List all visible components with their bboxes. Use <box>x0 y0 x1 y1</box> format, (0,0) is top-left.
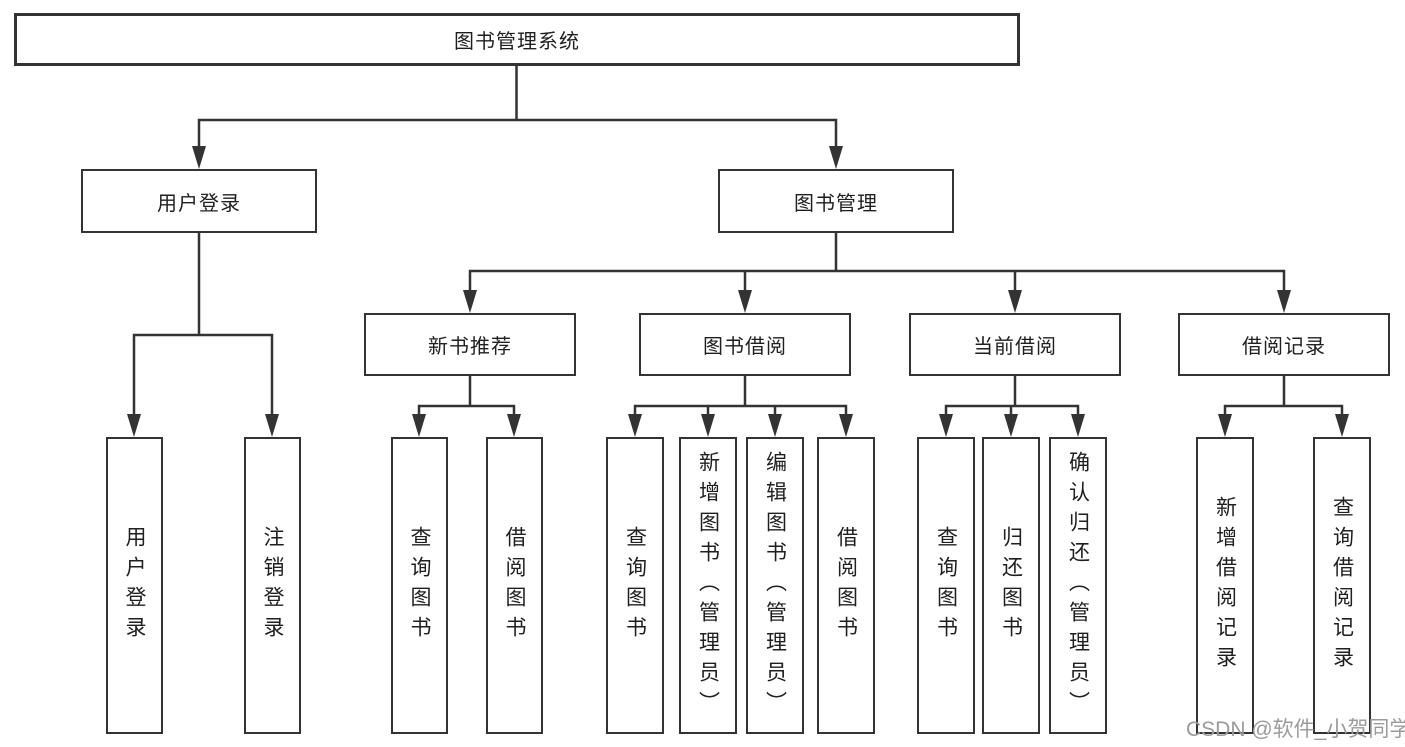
node-label: 新增借阅记录 <box>1213 495 1237 676</box>
node-label: 查询借阅记录 <box>1330 495 1354 676</box>
arrow-down-icon <box>1008 290 1022 313</box>
leaf-query-books-recommend: 查询图书 <box>391 437 448 734</box>
leaf-add-books-admin: 新增图书（管理员） <box>679 437 737 734</box>
node-label: 新增图书（管理员） <box>696 450 720 721</box>
arrow-down-icon <box>628 414 642 437</box>
arrow-down-icon <box>939 414 953 437</box>
leaf-query-books-current: 查询图书 <box>917 437 975 734</box>
connector-line <box>1223 374 1344 417</box>
connector-line <box>633 374 848 417</box>
leaf-logout: 注销登录 <box>244 437 301 734</box>
node-label: 借阅图书 <box>834 525 858 646</box>
node-root: 图书管理系统 <box>14 13 1020 66</box>
node-label: 图书借阅 <box>703 336 787 358</box>
arrow-down-icon <box>1071 414 1085 437</box>
node-label: 图书管理 <box>794 192 878 215</box>
arrow-down-icon <box>463 290 477 313</box>
node-current-borrowing: 当前借阅 <box>909 313 1121 376</box>
arrow-down-icon <box>738 290 752 313</box>
arrow-down-icon <box>839 414 853 437</box>
connector-borrowing-records-to-leaves <box>1218 374 1349 437</box>
arrow-down-icon <box>1004 414 1018 437</box>
node-label: 确认归还（管理员） <box>1066 450 1090 721</box>
node-user-login: 用户登录 <box>81 169 317 233</box>
connector-new-book-recommendation-to-leaves <box>412 374 521 437</box>
leaf-borrow-books: 借阅图书 <box>817 437 875 734</box>
node-label: 图书管理系统 <box>454 31 580 53</box>
connector-current-borrowing-to-leaves <box>939 374 1085 437</box>
connector-line <box>197 64 838 149</box>
leaf-confirm-return-admin: 确认归还（管理员） <box>1049 437 1107 734</box>
node-label: 新书推荐 <box>428 336 512 358</box>
connector-line <box>944 374 1080 417</box>
arrow-down-icon <box>1277 290 1291 313</box>
arrow-down-icon <box>127 414 141 437</box>
node-book-borrowing: 图书借阅 <box>639 313 851 376</box>
leaf-query-books-borrowing: 查询图书 <box>606 437 664 734</box>
node-label: 查询图书 <box>408 525 431 646</box>
leaf-return-books: 归还图书 <box>982 437 1040 734</box>
node-label: 当前借阅 <box>973 336 1057 358</box>
leaf-edit-books-admin: 编辑图书（管理员） <box>746 437 804 734</box>
watermark: CSDN @软件_小贺同学 <box>1186 718 1405 741</box>
arrow-down-icon <box>412 414 426 437</box>
arrow-down-icon <box>507 414 521 437</box>
arrow-down-icon <box>265 414 279 437</box>
connector-line <box>132 231 274 417</box>
connector-book-borrowing-to-leaves <box>628 374 853 437</box>
leaf-query-borrow-record: 查询借阅记录 <box>1313 437 1371 734</box>
node-label: 用户登录 <box>123 525 146 646</box>
node-label: 借阅记录 <box>1242 336 1326 358</box>
arrow-down-icon <box>1218 414 1232 437</box>
node-label: 查询图书 <box>934 525 958 646</box>
node-label: 查询图书 <box>623 525 647 646</box>
connector-line <box>417 374 516 417</box>
arrow-down-icon <box>829 146 843 169</box>
arrow-down-icon <box>1335 414 1349 437</box>
connector-book-management-to-level3 <box>463 231 1291 313</box>
node-label: 用户登录 <box>157 192 241 215</box>
node-label: 注销登录 <box>261 525 284 646</box>
leaf-add-borrow-record: 新增借阅记录 <box>1196 437 1254 734</box>
connector-root-to-level2 <box>192 64 843 169</box>
node-label: 归还图书 <box>999 525 1023 646</box>
leaf-borrow-books-recommend: 借阅图书 <box>486 437 543 734</box>
node-borrowing-records: 借阅记录 <box>1178 313 1390 376</box>
node-book-management: 图书管理 <box>718 169 954 233</box>
arrow-down-icon <box>701 414 715 437</box>
connector-line <box>468 231 1286 293</box>
node-label: 编辑图书（管理员） <box>763 450 787 721</box>
arrow-down-icon <box>768 414 782 437</box>
connector-user-login-to-leaves <box>127 231 279 437</box>
arrow-down-icon <box>192 146 206 169</box>
node-new-book-recommendation: 新书推荐 <box>364 313 576 376</box>
node-label: 借阅图书 <box>503 525 526 646</box>
leaf-user-login: 用户登录 <box>106 437 163 734</box>
